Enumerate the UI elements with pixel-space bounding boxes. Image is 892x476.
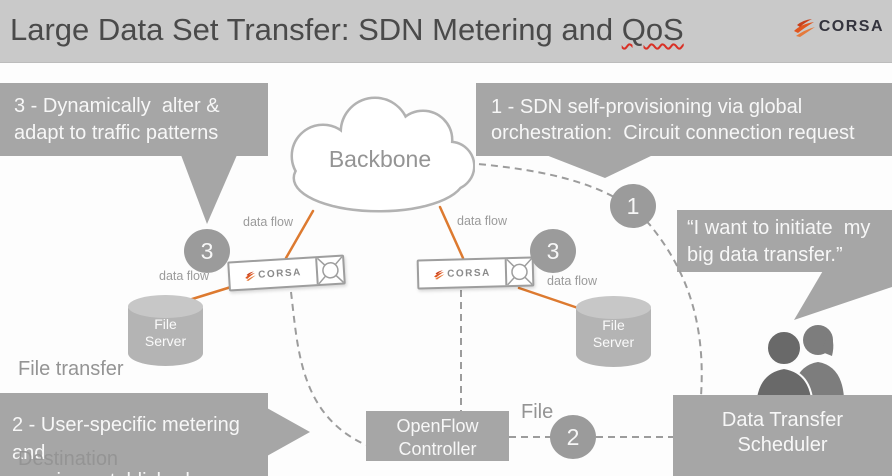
file-server-source-label: File Server	[592, 317, 635, 350]
callout1-tail	[546, 155, 653, 178]
backbone-label: Backbone	[328, 146, 432, 172]
corsa-logo-text: CORSA	[818, 18, 884, 35]
callout-step3-line1: 3 - Dynamically alter &	[14, 95, 220, 117]
file-server-destination-label: File Server	[144, 316, 187, 349]
dashed-curve-left-switch-to-controller	[290, 291, 367, 446]
corsa-switch-right-label: CORSA	[447, 267, 491, 280]
openflow-controller-node: OpenFlow Controller	[366, 411, 509, 461]
callout3-tail	[181, 155, 237, 224]
backbone-cloud	[290, 96, 475, 213]
callout-tails	[181, 155, 892, 456]
flow-line-left-switch-to-server	[187, 285, 233, 302]
corsa-switch-left-label: CORSA	[257, 266, 303, 281]
file-transfer-source-caption: File transfer Source	[521, 401, 554, 423]
callout-step3-line2: adapt to traffic patterns	[14, 122, 219, 144]
badge-step3-right: 3	[530, 229, 576, 273]
file-server-source: File Server	[576, 296, 651, 367]
callout-step2-line2: queuing established	[12, 467, 268, 476]
users-icon	[754, 325, 844, 398]
data-flow-label-4: data flow	[547, 274, 598, 288]
data-transfer-scheduler-line2: Scheduler	[737, 434, 828, 456]
switch-port-icon	[504, 258, 533, 286]
corsa-switch-left-logo: CORSA	[230, 266, 317, 282]
callout-step1-line2: orchestration: Circuit connection reques…	[491, 122, 855, 144]
flow-line-cloud-to-left-switch	[284, 209, 315, 260]
switch-port-icon	[315, 256, 345, 285]
cloud-fill	[293, 99, 473, 210]
speech-bubble-line1: “I want to initiate my	[687, 217, 871, 239]
callout2-tail	[267, 408, 310, 456]
user-front-silhouette	[754, 330, 814, 398]
flow-line-right-switch-to-server	[517, 286, 580, 310]
openflow-controller-line1: OpenFlow	[396, 416, 479, 436]
slide-title-qos: QoS	[621, 12, 684, 47]
corsa-switch-left: CORSA	[227, 254, 346, 292]
callout-step2: 2 - User-specific metering and queuing e…	[0, 393, 268, 476]
title-band: Large Data Set Transfer: SDN Metering an…	[0, 0, 892, 63]
data-flow-label-2: data flow	[159, 269, 210, 283]
dashed-arc-cloud-to-scheduler	[466, 162, 703, 397]
slide-title-main: Large Data Set Transfer: SDN Metering an…	[10, 12, 622, 47]
speech-bubble-tail	[794, 269, 892, 320]
callout-step1: 1 - SDN self-provisioning via global orc…	[476, 83, 892, 156]
data-flow-lines	[187, 205, 580, 310]
corsa-switch-right-logo: CORSA	[419, 267, 505, 280]
openflow-controller-line2: Controller	[398, 439, 477, 459]
corsa-logo: CORSA	[792, 16, 884, 38]
speech-bubble-line2: big data transfer.”	[687, 244, 843, 266]
corsa-switch-right: CORSA	[416, 256, 535, 290]
file-transfer-destination-caption: File transfer Destination	[18, 358, 124, 470]
data-transfer-scheduler-node: Data Transfer Scheduler	[673, 395, 892, 476]
dashed-control-lines	[290, 162, 703, 446]
data-transfer-scheduler-line1: Data Transfer	[721, 409, 844, 431]
data-flow-label-3: data flow	[457, 214, 508, 228]
callout-step2-line1: 2 - User-specific metering and	[12, 414, 246, 464]
flow-line-cloud-to-right-switch	[438, 205, 465, 260]
corsa-swoosh-icon	[245, 270, 256, 281]
slide-title: Large Data Set Transfer: SDN Metering an…	[10, 12, 684, 48]
callout-step3: 3 - Dynamically alter & adapt to traffic…	[0, 83, 268, 156]
badge-step2: 2	[550, 415, 596, 459]
badge-step1: 1	[610, 184, 656, 228]
corsa-swoosh-icon	[434, 269, 445, 280]
speech-bubble: “I want to initiate my big data transfer…	[677, 210, 892, 272]
file-server-destination: File Server	[128, 295, 203, 366]
callout-step1-line1: 1 - SDN self-provisioning via global	[491, 96, 803, 118]
corsa-swoosh-icon	[793, 19, 815, 37]
data-flow-label-1: data flow	[243, 215, 294, 229]
badge-step3-left: 3	[184, 229, 230, 273]
